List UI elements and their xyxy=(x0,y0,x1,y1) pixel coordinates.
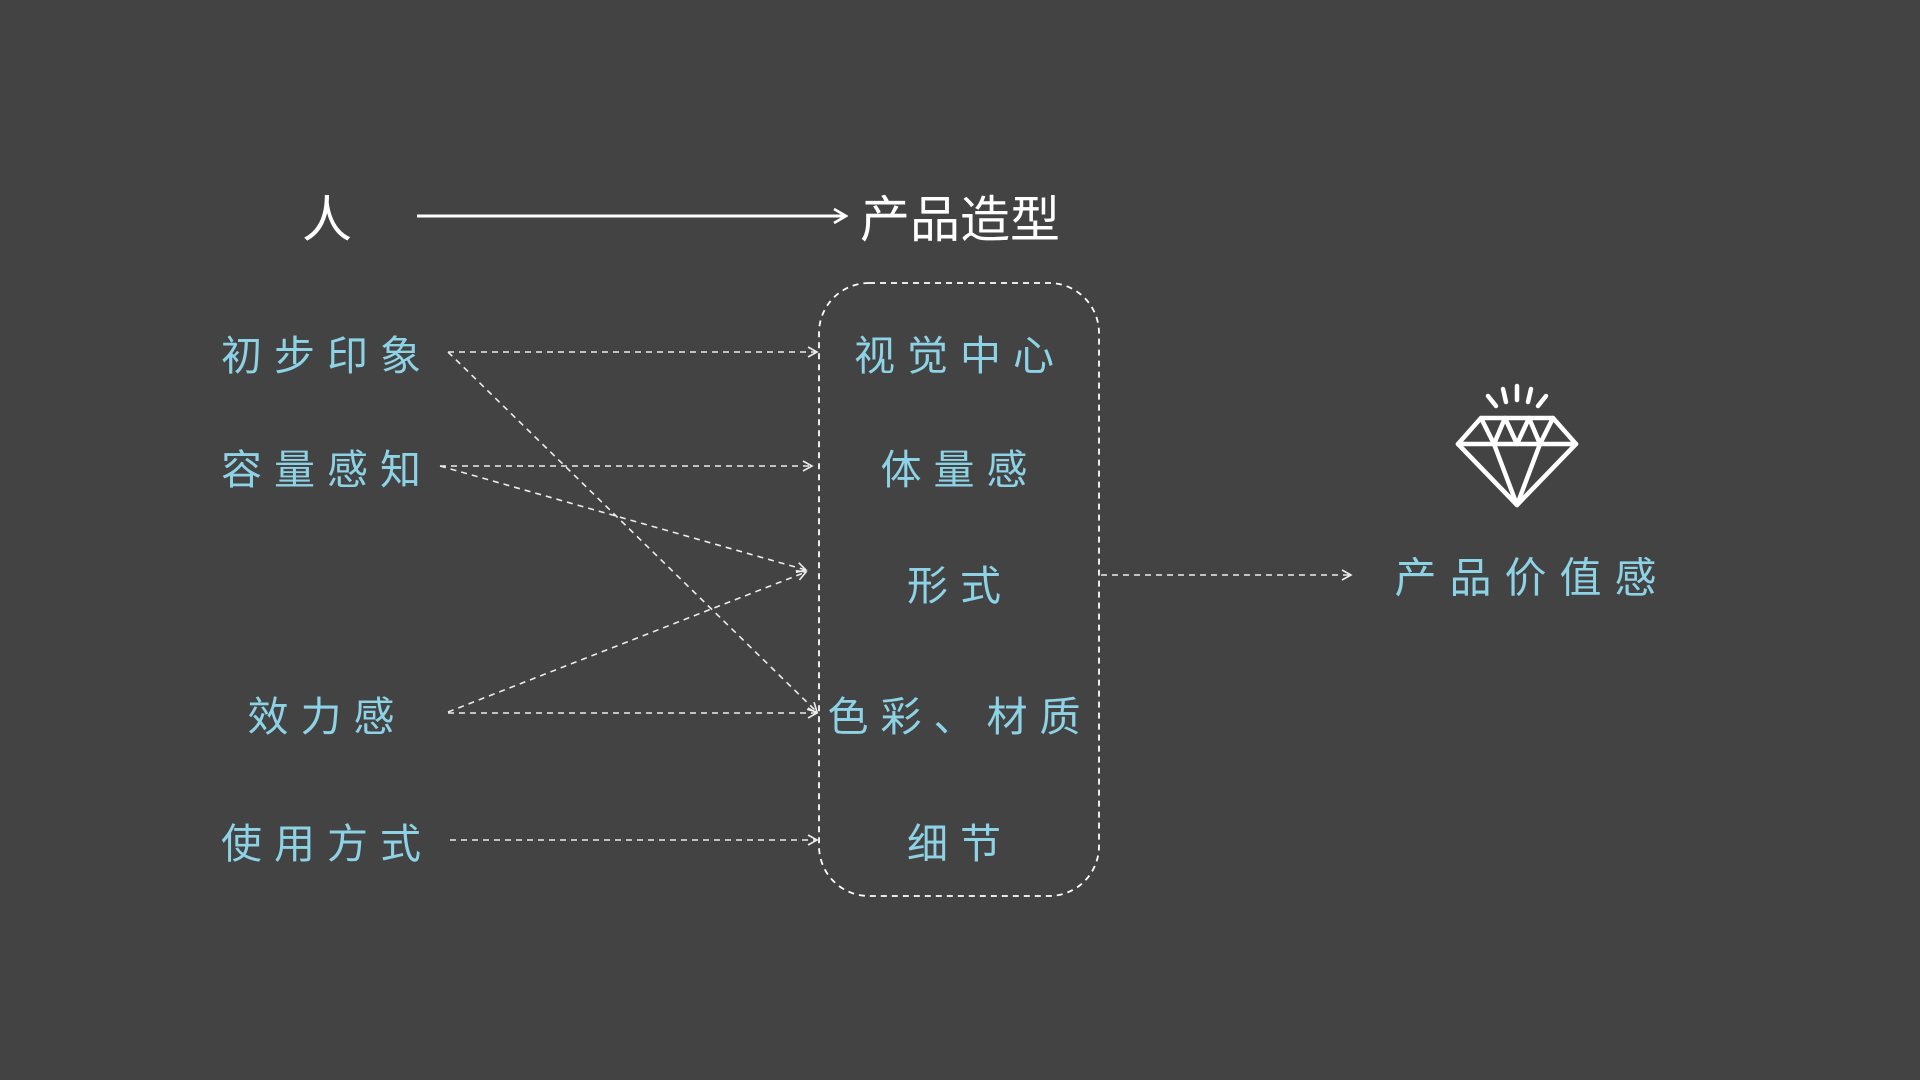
left-item-impression: 初步印象 xyxy=(221,332,433,380)
link-impression-color xyxy=(447,351,819,714)
link-capacity-form xyxy=(439,465,808,574)
mid-item-color-material: 色彩、材质 xyxy=(827,693,1093,741)
left-item-efficacy: 效力感 xyxy=(247,693,407,741)
mid-item-visual-center: 视觉中心 xyxy=(854,332,1066,380)
left-item-capacity: 容量感知 xyxy=(221,446,433,494)
header-target-label: 产品造型 xyxy=(860,191,1060,249)
mid-item-form: 形式 xyxy=(907,562,1013,610)
mid-item-detail: 细节 xyxy=(907,820,1013,868)
left-item-usage: 使用方式 xyxy=(221,820,433,868)
result-label: 产品价值感 xyxy=(1394,553,1670,603)
feature-group-box xyxy=(818,282,1100,897)
diamond-icon xyxy=(1455,383,1579,508)
mid-item-volume: 体量感 xyxy=(880,446,1040,494)
header-source-label: 人 xyxy=(302,191,352,249)
link-efficacy-form xyxy=(447,569,808,713)
